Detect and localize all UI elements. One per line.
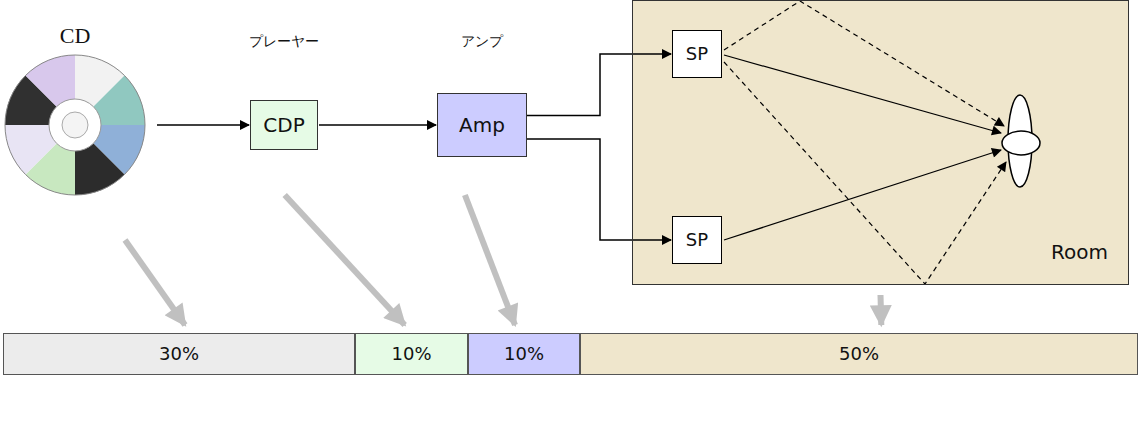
- box-label: Amp: [459, 113, 505, 137]
- room-region: Room SP SP: [632, 0, 1129, 285]
- amp-box: アンプAmp: [437, 93, 527, 157]
- heading-label: プレーヤー: [249, 33, 319, 51]
- box-label: 10%: [391, 343, 431, 365]
- cd-disc-node: CD: [5, 55, 145, 195]
- share-arrow: [285, 195, 405, 325]
- signal-arrow: [319, 124, 436, 126]
- share-arrow: [465, 195, 515, 325]
- signal-arrow: [527, 54, 671, 115]
- box-label: 50%: [839, 343, 879, 365]
- speaker-box: SP: [672, 216, 722, 264]
- box-label: SP: [686, 229, 708, 251]
- room-ground: [632, 0, 1129, 285]
- player-box: プレーヤーCDP: [250, 100, 318, 150]
- box-label: 10%: [504, 343, 544, 365]
- share-segment: 50%: [580, 333, 1138, 375]
- share-segment: 10%: [468, 333, 580, 375]
- room-label: Room: [1051, 240, 1108, 264]
- heading-label: アンプ: [461, 33, 503, 51]
- heading-label: CD: [60, 23, 91, 49]
- box-label: CDP: [263, 113, 304, 137]
- box-label: 30%: [159, 343, 199, 365]
- sound-paths: [724, 1, 1006, 284]
- listener-ear: [1002, 95, 1040, 187]
- box-label: SP: [686, 43, 708, 65]
- speaker-box: SP: [672, 30, 722, 78]
- cd-disc: [5, 55, 145, 195]
- share-arrow: [878, 295, 885, 325]
- signal-arrow: [527, 139, 671, 240]
- share-arrow: [125, 240, 185, 325]
- share-segment: 30%: [3, 333, 355, 375]
- share-segment: 10%: [355, 333, 468, 375]
- signal-arrow: [157, 124, 249, 126]
